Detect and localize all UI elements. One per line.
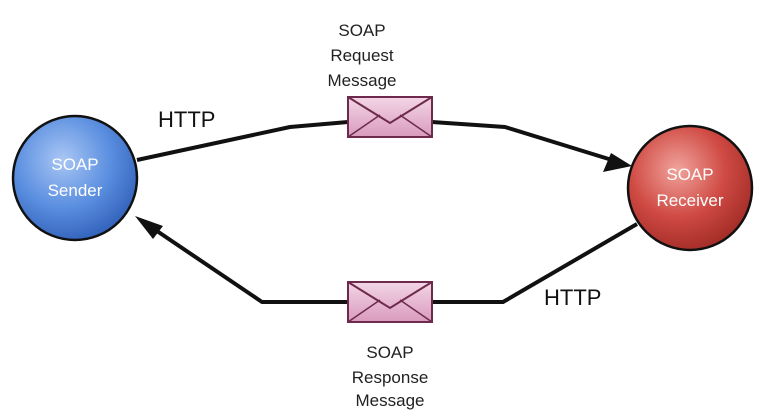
response-message-label-line2: Response [352, 368, 429, 387]
response-envelope-icon [347, 281, 433, 323]
receiver-label-line1: SOAP [666, 165, 713, 184]
request-message-label-line1: SOAP [338, 21, 385, 40]
request-envelope-icon [347, 96, 433, 138]
sender-label-line1: SOAP [51, 155, 98, 174]
request-protocol-label: HTTP [158, 107, 215, 132]
response-message-label-line3: Message [356, 391, 425, 410]
soap-receiver-node: SOAP Receiver [626, 124, 754, 252]
response-arrowhead-icon [135, 216, 163, 239]
request-message-label-line3: Message [328, 71, 397, 90]
receiver-label-line2: Receiver [656, 191, 723, 210]
request-connector [136, 120, 613, 162]
response-protocol-label: HTTP [544, 285, 601, 310]
sender-label-line2: Sender [48, 181, 103, 200]
response-message-label-line1: SOAP [366, 343, 413, 362]
soap-sender-node: SOAP Sender [11, 114, 139, 242]
request-message-label-line2: Request [330, 46, 394, 65]
response-connector [152, 222, 639, 304]
request-arrowhead-icon [603, 153, 632, 172]
